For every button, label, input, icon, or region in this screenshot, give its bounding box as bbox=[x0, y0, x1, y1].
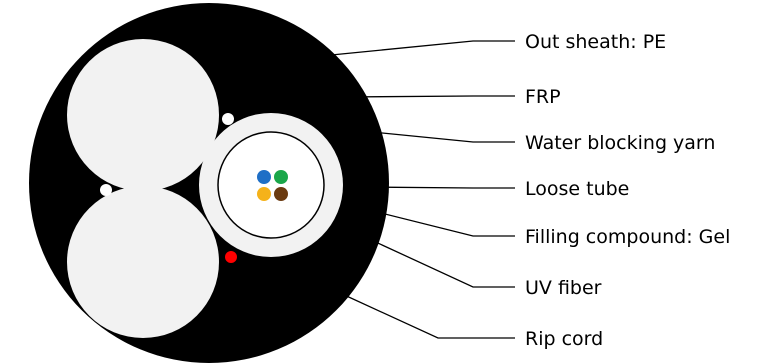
fiber-green bbox=[274, 170, 288, 184]
leader-lines bbox=[310, 40, 515, 339]
fiber-brown bbox=[274, 187, 288, 201]
cable-cross-section bbox=[29, 3, 389, 363]
gel-filled-core bbox=[217, 131, 325, 239]
leader-water-blocking-yarn bbox=[351, 129, 515, 143]
frp-rod-bottom bbox=[67, 186, 219, 338]
labels: Out sheath: PE FRP Water blocking yarn L… bbox=[525, 31, 730, 350]
label-rip-cord: Rip cord bbox=[525, 328, 603, 350]
rip-cord bbox=[225, 251, 237, 263]
fiber-orange bbox=[257, 187, 271, 201]
label-water-blocking-yarn: Water blocking yarn bbox=[525, 132, 715, 154]
water-blocking-yarn-left bbox=[100, 184, 112, 196]
leader-frp bbox=[339, 95, 515, 98]
label-out-sheath: Out sheath: PE bbox=[525, 31, 666, 53]
leader-rip-cord bbox=[339, 292, 515, 339]
label-loose-tube: Loose tube bbox=[525, 178, 629, 200]
leader-filling-compound bbox=[368, 209, 515, 237]
fiber-blue bbox=[257, 170, 271, 184]
label-frp: FRP bbox=[525, 86, 561, 108]
water-blocking-yarn-top bbox=[222, 113, 234, 125]
label-filling-compound: Filling compound: Gel bbox=[525, 226, 730, 248]
frp-rod-top bbox=[67, 39, 219, 191]
label-uv-fiber: UV fiber bbox=[525, 277, 602, 299]
leader-out-sheath bbox=[310, 40, 515, 58]
leader-uv-fiber bbox=[366, 237, 515, 288]
leader-loose-tube bbox=[362, 186, 515, 189]
